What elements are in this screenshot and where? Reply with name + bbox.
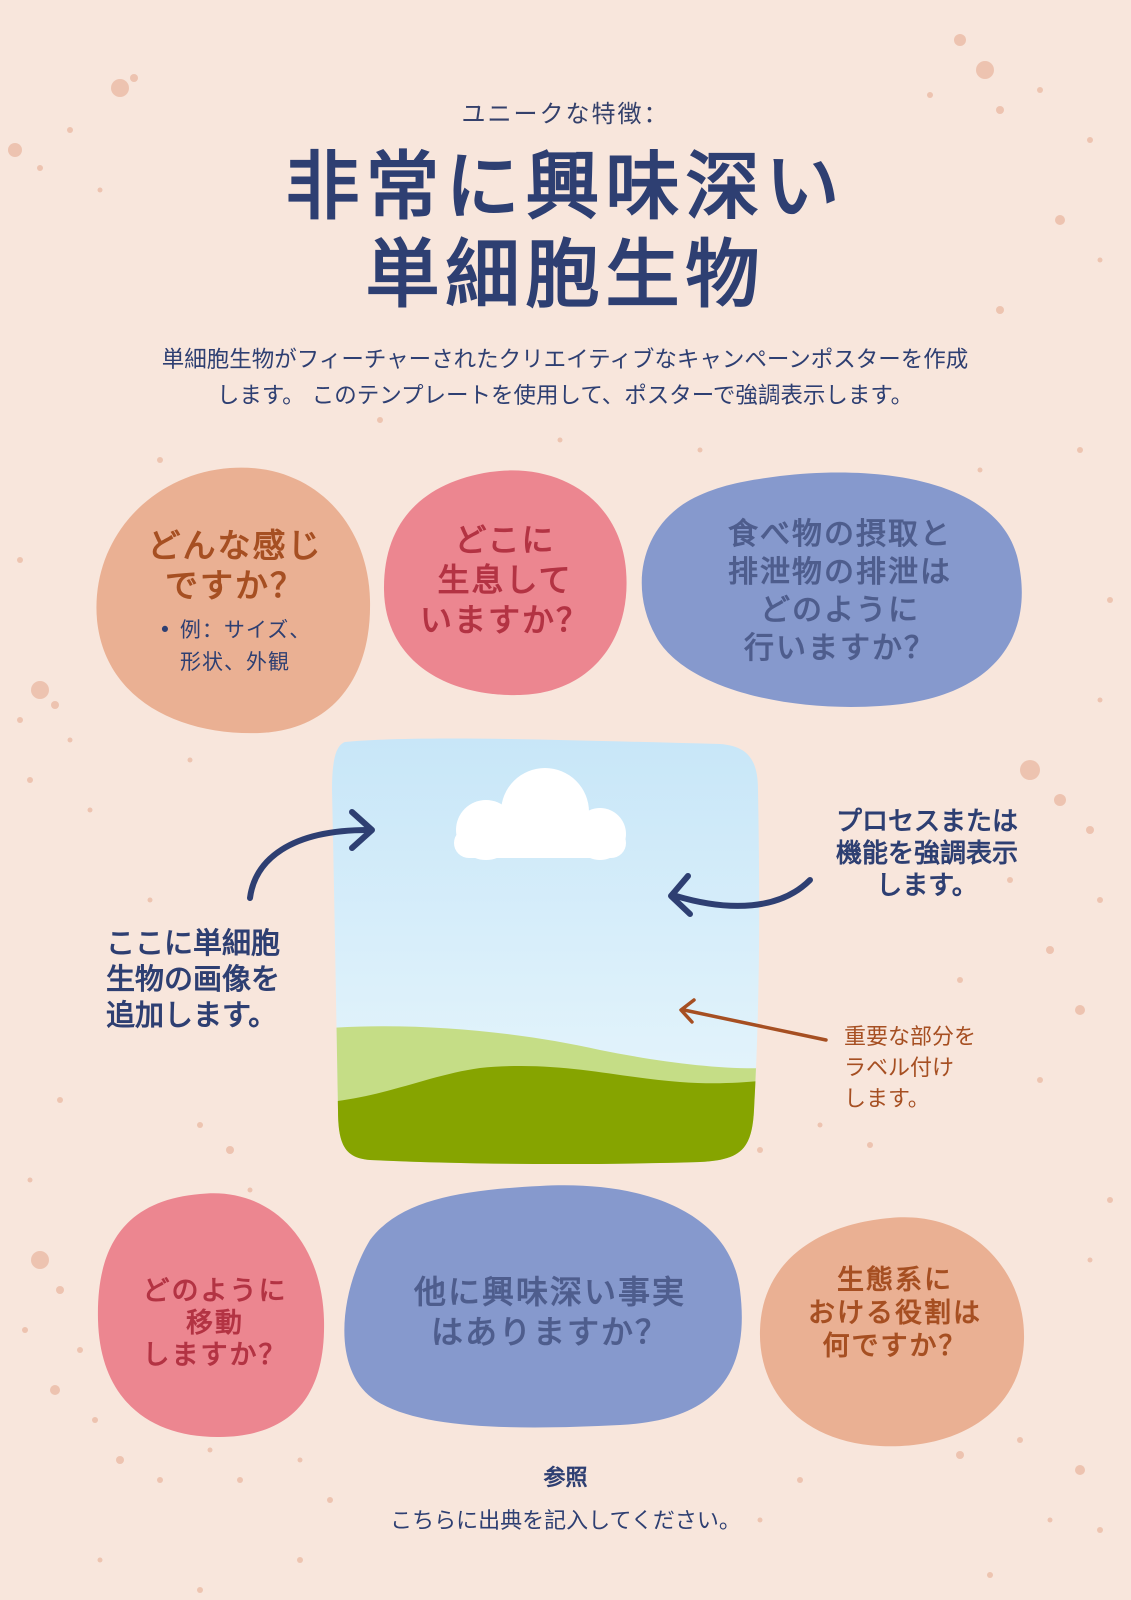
poster-title-line2: 単細胞生物	[365, 232, 766, 318]
reference-text[interactable]: こちらに出典を記入してください。	[390, 1509, 741, 1534]
movement-line1: どのように	[142, 1276, 288, 1307]
label-line2: ラベル付け	[844, 1056, 955, 1081]
habitat-line1: どこに	[454, 521, 556, 559]
highlight-line1: プロセスまたは	[835, 807, 1018, 837]
blob-ecosystem	[759, 1217, 1025, 1447]
ecosystem-question: 生態系に おける役割は 何ですか？	[770, 1264, 1020, 1363]
feeding-question: 食べ物の摂取と 排泄物の排泄は どのように 行いますか？	[690, 516, 990, 668]
ecosystem-line2: おける役割は	[808, 1298, 982, 1329]
feeding-line3: どのように	[760, 593, 920, 628]
add-image-line2: 生物の画像を	[106, 962, 281, 996]
habitat-question: どこに 生息して いますか？	[400, 520, 610, 640]
arrow-highlight	[668, 873, 813, 917]
feeding-line1: 食べ物の摂取と	[728, 517, 952, 552]
add-image-line1: ここに単細胞	[106, 926, 281, 960]
appearance-bullet-line2: 形状、外観	[180, 650, 290, 674]
facts-question: 他に興味深い事実 はありますか？	[380, 1272, 720, 1352]
poster-subtitle: ユニークな特徴：	[461, 100, 670, 128]
reference-title: 参照	[543, 1466, 588, 1491]
label-note: 重要な部分を ラベル付け します。	[844, 1022, 1024, 1115]
movement-line2: 移動	[186, 1308, 244, 1339]
blob-feeding	[641, 472, 1022, 707]
cloud-icon	[454, 768, 626, 860]
facts-line2: はありますか？	[430, 1313, 669, 1351]
description-line1: 単細胞生物がフィーチャーされたクリエイティブなキャンペーンポスターを作成	[161, 347, 969, 373]
feeding-line2: 排泄物の排泄は	[728, 555, 952, 590]
ecosystem-line3: 何ですか？	[822, 1331, 968, 1362]
habitat-line3: いますか？	[419, 601, 590, 639]
poster-description: 単細胞生物がフィーチャーされたクリエイティブなキャンペーンポスターを作成 します…	[90, 342, 1040, 414]
feeding-line4: 行いますか？	[744, 631, 936, 666]
blob-movement	[97, 1193, 325, 1438]
arrow-label	[679, 998, 828, 1042]
appearance-question: どんな感じ ですか？	[100, 526, 370, 606]
facts-line1: 他に興味深い事実	[413, 1273, 686, 1311]
arrow-add-image	[247, 809, 375, 901]
add-image-note: ここに単細胞 生物の画像を 追加します。	[106, 925, 336, 1033]
appearance-bullet: • 例：サイズ、 形状、外観	[100, 614, 370, 678]
movement-question: どのように 移動 しますか？	[110, 1276, 320, 1372]
label-line1: 重要な部分を	[844, 1025, 977, 1050]
blob-facts	[344, 1185, 742, 1428]
grass-dark	[332, 1066, 760, 1165]
label-line3: します。	[844, 1087, 930, 1112]
highlight-line2: 機能を強調表示	[835, 839, 1018, 869]
highlight-line3: します。	[876, 871, 978, 901]
highlight-note: プロセスまたは 機能を強調表示 します。	[812, 806, 1042, 902]
movement-line3: しますか？	[142, 1340, 288, 1371]
appearance-question-line2: ですか？	[165, 566, 305, 605]
blob-appearance	[96, 467, 371, 734]
ecosystem-line1: 生態系に	[837, 1265, 953, 1296]
blob-habitat	[383, 470, 627, 696]
appearance-bullet-line1: • 例：サイズ、	[158, 618, 312, 642]
habitat-line2: 生息して	[437, 561, 573, 599]
appearance-question-line1: どんな感じ	[147, 526, 323, 565]
poster-title-line1: 非常に興味深い	[285, 144, 846, 230]
description-line2: します。 このテンプレートを使用して、ポスターで強調表示します。	[216, 383, 914, 409]
add-image-line3: 追加します。	[106, 998, 278, 1032]
